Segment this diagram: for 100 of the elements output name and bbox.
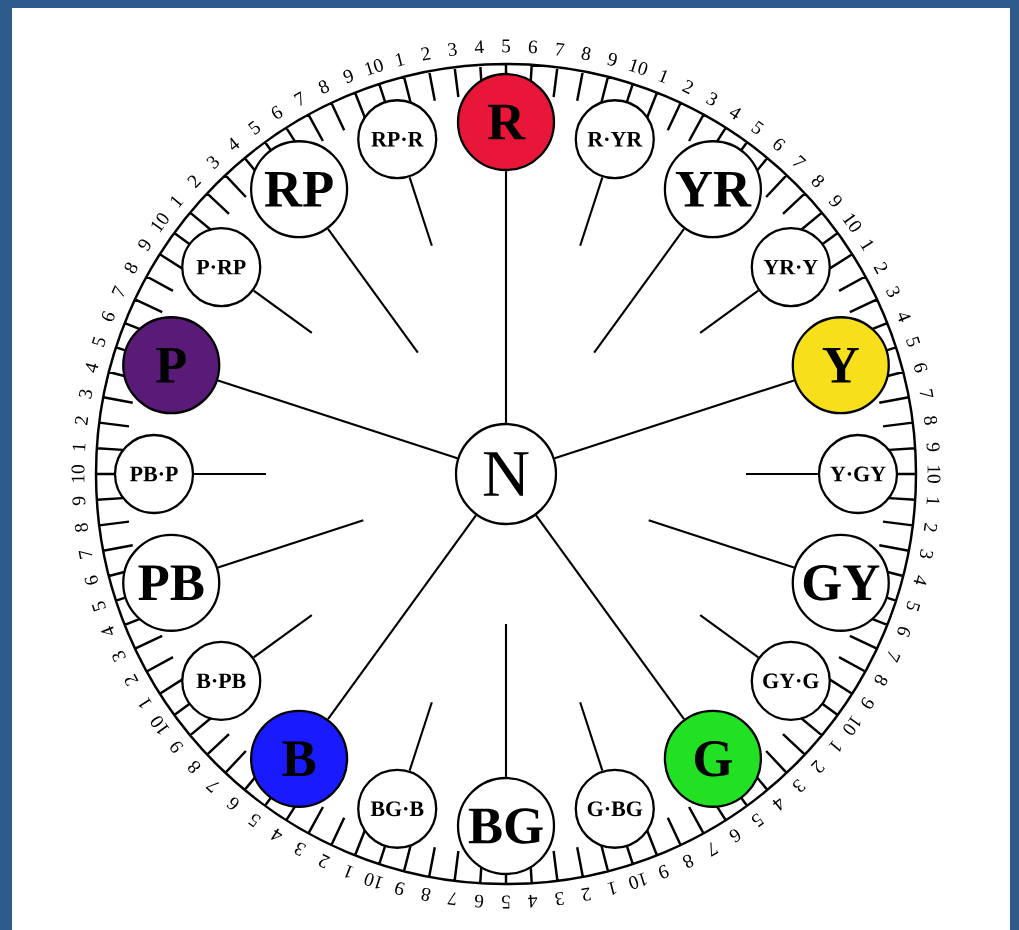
spoke-line xyxy=(579,177,604,247)
scale-number: 6 xyxy=(475,894,484,908)
scale-number: 2 xyxy=(318,853,331,869)
scale-number: 5 xyxy=(248,814,261,828)
scale-number: 5 xyxy=(751,120,764,134)
scale-number: 1 xyxy=(860,239,874,252)
scale-number: 3 xyxy=(793,778,806,792)
spoke-line xyxy=(253,614,313,659)
scale-number: 8 xyxy=(318,80,330,94)
scale-number: 6 xyxy=(914,363,928,373)
scale-number: 1 xyxy=(926,497,940,505)
scale-number: 1 xyxy=(395,53,405,67)
scale-number: 8 xyxy=(874,674,888,686)
scale-number: 1 xyxy=(138,696,152,709)
scale-number: 10 xyxy=(151,213,169,233)
spoke-line xyxy=(699,289,759,334)
scale-number: 2 xyxy=(421,47,431,61)
scale-number: 3 xyxy=(112,650,126,662)
scale-number: 8 xyxy=(421,887,431,901)
scale-number: 1 xyxy=(345,864,354,878)
spoke-line xyxy=(408,177,433,247)
scale-number: 4 xyxy=(85,363,99,373)
scale-number: 5 xyxy=(501,895,510,909)
scale-number: 2 xyxy=(74,416,89,426)
spoke-line xyxy=(579,701,604,771)
scale-number: 3 xyxy=(448,42,457,56)
scale-number: 8 xyxy=(124,262,138,274)
scale-number: 5 xyxy=(751,813,764,828)
scale-number: 4 xyxy=(913,575,927,585)
scale-number: 9 xyxy=(138,239,151,252)
scale-number: 3 xyxy=(705,91,718,106)
scale-number: 3 xyxy=(206,156,219,170)
scale-number: 2 xyxy=(124,673,139,687)
scale-number: 9 xyxy=(607,52,617,66)
spoke-line xyxy=(504,624,508,777)
scale-number: 10 xyxy=(927,466,941,483)
scale-number: 7 xyxy=(888,651,901,663)
scale-number: 3 xyxy=(886,286,900,298)
scale-number: 7 xyxy=(78,551,93,559)
scale-number: 7 xyxy=(447,892,456,906)
scale-number: 8 xyxy=(682,854,694,868)
scale-number: 10 xyxy=(150,716,170,735)
scale-number: 3 xyxy=(555,892,564,906)
scale-number: 10 xyxy=(364,873,384,889)
scale-number: 6 xyxy=(729,829,741,843)
scale-number: 10 xyxy=(842,213,862,232)
spoke-line xyxy=(746,472,818,476)
scale-number: 3 xyxy=(294,842,307,857)
scale-number: 4 xyxy=(230,137,240,150)
scale-number: 9 xyxy=(926,442,940,452)
scale-number: 6 xyxy=(102,310,115,321)
spoke-line xyxy=(408,701,433,771)
spoke-line xyxy=(194,472,266,476)
scale-number: 10 xyxy=(629,872,648,889)
spoke-line xyxy=(554,379,795,460)
scale-number: 3 xyxy=(78,389,93,399)
scale-number: 9 xyxy=(828,195,842,207)
scale-number: 3 xyxy=(919,549,934,559)
spoke-line xyxy=(327,228,419,354)
scale-number: 6 xyxy=(271,105,283,119)
scale-number: 7 xyxy=(111,285,124,297)
scale-number: 9 xyxy=(861,696,874,709)
scale-number: 1 xyxy=(828,740,842,752)
scale-number: 7 xyxy=(710,842,719,857)
scale-number: 7 xyxy=(919,389,934,397)
scale-number: 1 xyxy=(72,443,86,451)
scale-number: 8 xyxy=(924,416,938,425)
scale-number: 1 xyxy=(170,196,184,208)
scale-number: 4 xyxy=(101,626,114,635)
scale-number: 2 xyxy=(810,759,825,773)
scale-number: 1 xyxy=(658,70,667,84)
scale-number: 2 xyxy=(873,261,888,275)
scale-number: 7 xyxy=(556,42,565,56)
scale-number: 9 xyxy=(659,864,669,879)
spoke-line xyxy=(593,228,685,354)
scale-number: 6 xyxy=(528,40,537,54)
scale-number: 6 xyxy=(84,575,98,585)
spoke-line xyxy=(535,514,685,720)
scale-number: 1 xyxy=(607,881,617,895)
spoke-line xyxy=(327,514,477,720)
scale-number: 9 xyxy=(395,882,405,896)
scale-number: 6 xyxy=(226,797,239,810)
spoke-line xyxy=(504,171,508,423)
scale-number: 8 xyxy=(581,47,591,61)
scale-number: 7 xyxy=(205,782,220,794)
scale-number: 4 xyxy=(474,40,484,54)
scale-number: 9 xyxy=(343,69,353,84)
spoke-line xyxy=(253,289,313,334)
scale-number: 4 xyxy=(528,894,538,908)
scale-number: 8 xyxy=(811,175,824,188)
scale-number: 2 xyxy=(581,887,591,901)
spoke-line xyxy=(217,379,458,460)
scale-number: 7 xyxy=(792,154,807,166)
scale-number: 8 xyxy=(74,523,88,532)
scale-number: 4 xyxy=(772,798,782,811)
spoke-line xyxy=(648,519,795,569)
scale-number: 4 xyxy=(729,108,742,120)
scale-number: 7 xyxy=(293,91,302,106)
scale-number: 4 xyxy=(898,313,911,322)
scale-number: 9 xyxy=(72,496,86,506)
